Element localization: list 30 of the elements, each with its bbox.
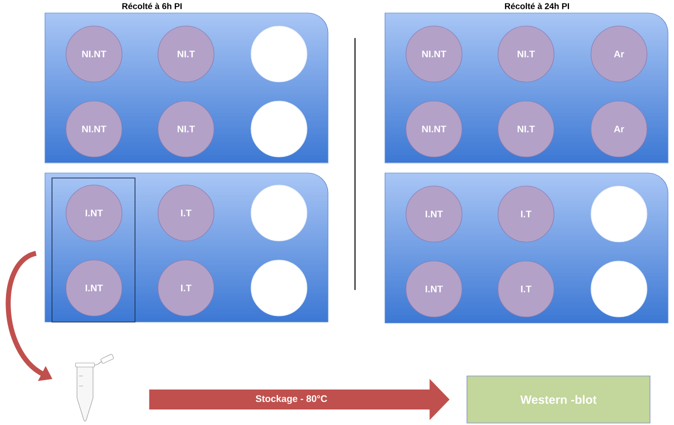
sample-well: I.T [158,184,214,242]
empty-well [250,184,308,242]
sample-well: I.T [498,260,554,318]
empty-well [250,26,308,82]
sample-well: I.T [498,186,554,242]
sample-well: I.NT [406,260,462,318]
edge-label: Stockage - 80°C [254,394,328,405]
sample-well: I.NT [406,186,462,242]
plate-heading: Récolté à 6h PI [122,2,182,10]
sample-well: NI.T [498,100,554,158]
sample-well: NI.T [158,100,214,158]
sample-well: NI.NT [66,26,122,82]
sample-well: NI.T [498,26,554,82]
plate-heading: Récolté à 24h PI [504,2,570,10]
sample-well: Ar [590,26,648,82]
selection-frame [52,178,136,322]
sample-well: NI.NT [66,100,122,158]
sample-well: NI.T [158,26,214,82]
empty-well [250,260,308,316]
sample-well: I.T [158,260,214,316]
empty-well [590,260,648,318]
process-box: Western -blot [466,376,650,424]
sample-well: Ar [590,100,648,158]
tube-icon [75,354,114,422]
sample-well: NI.NT [406,26,462,82]
empty-well [590,186,648,242]
sample-well: I.NT [66,260,122,316]
empty-well [250,100,308,158]
sample-well: NI.NT [406,100,462,158]
sample-well: I.NT [66,184,122,242]
